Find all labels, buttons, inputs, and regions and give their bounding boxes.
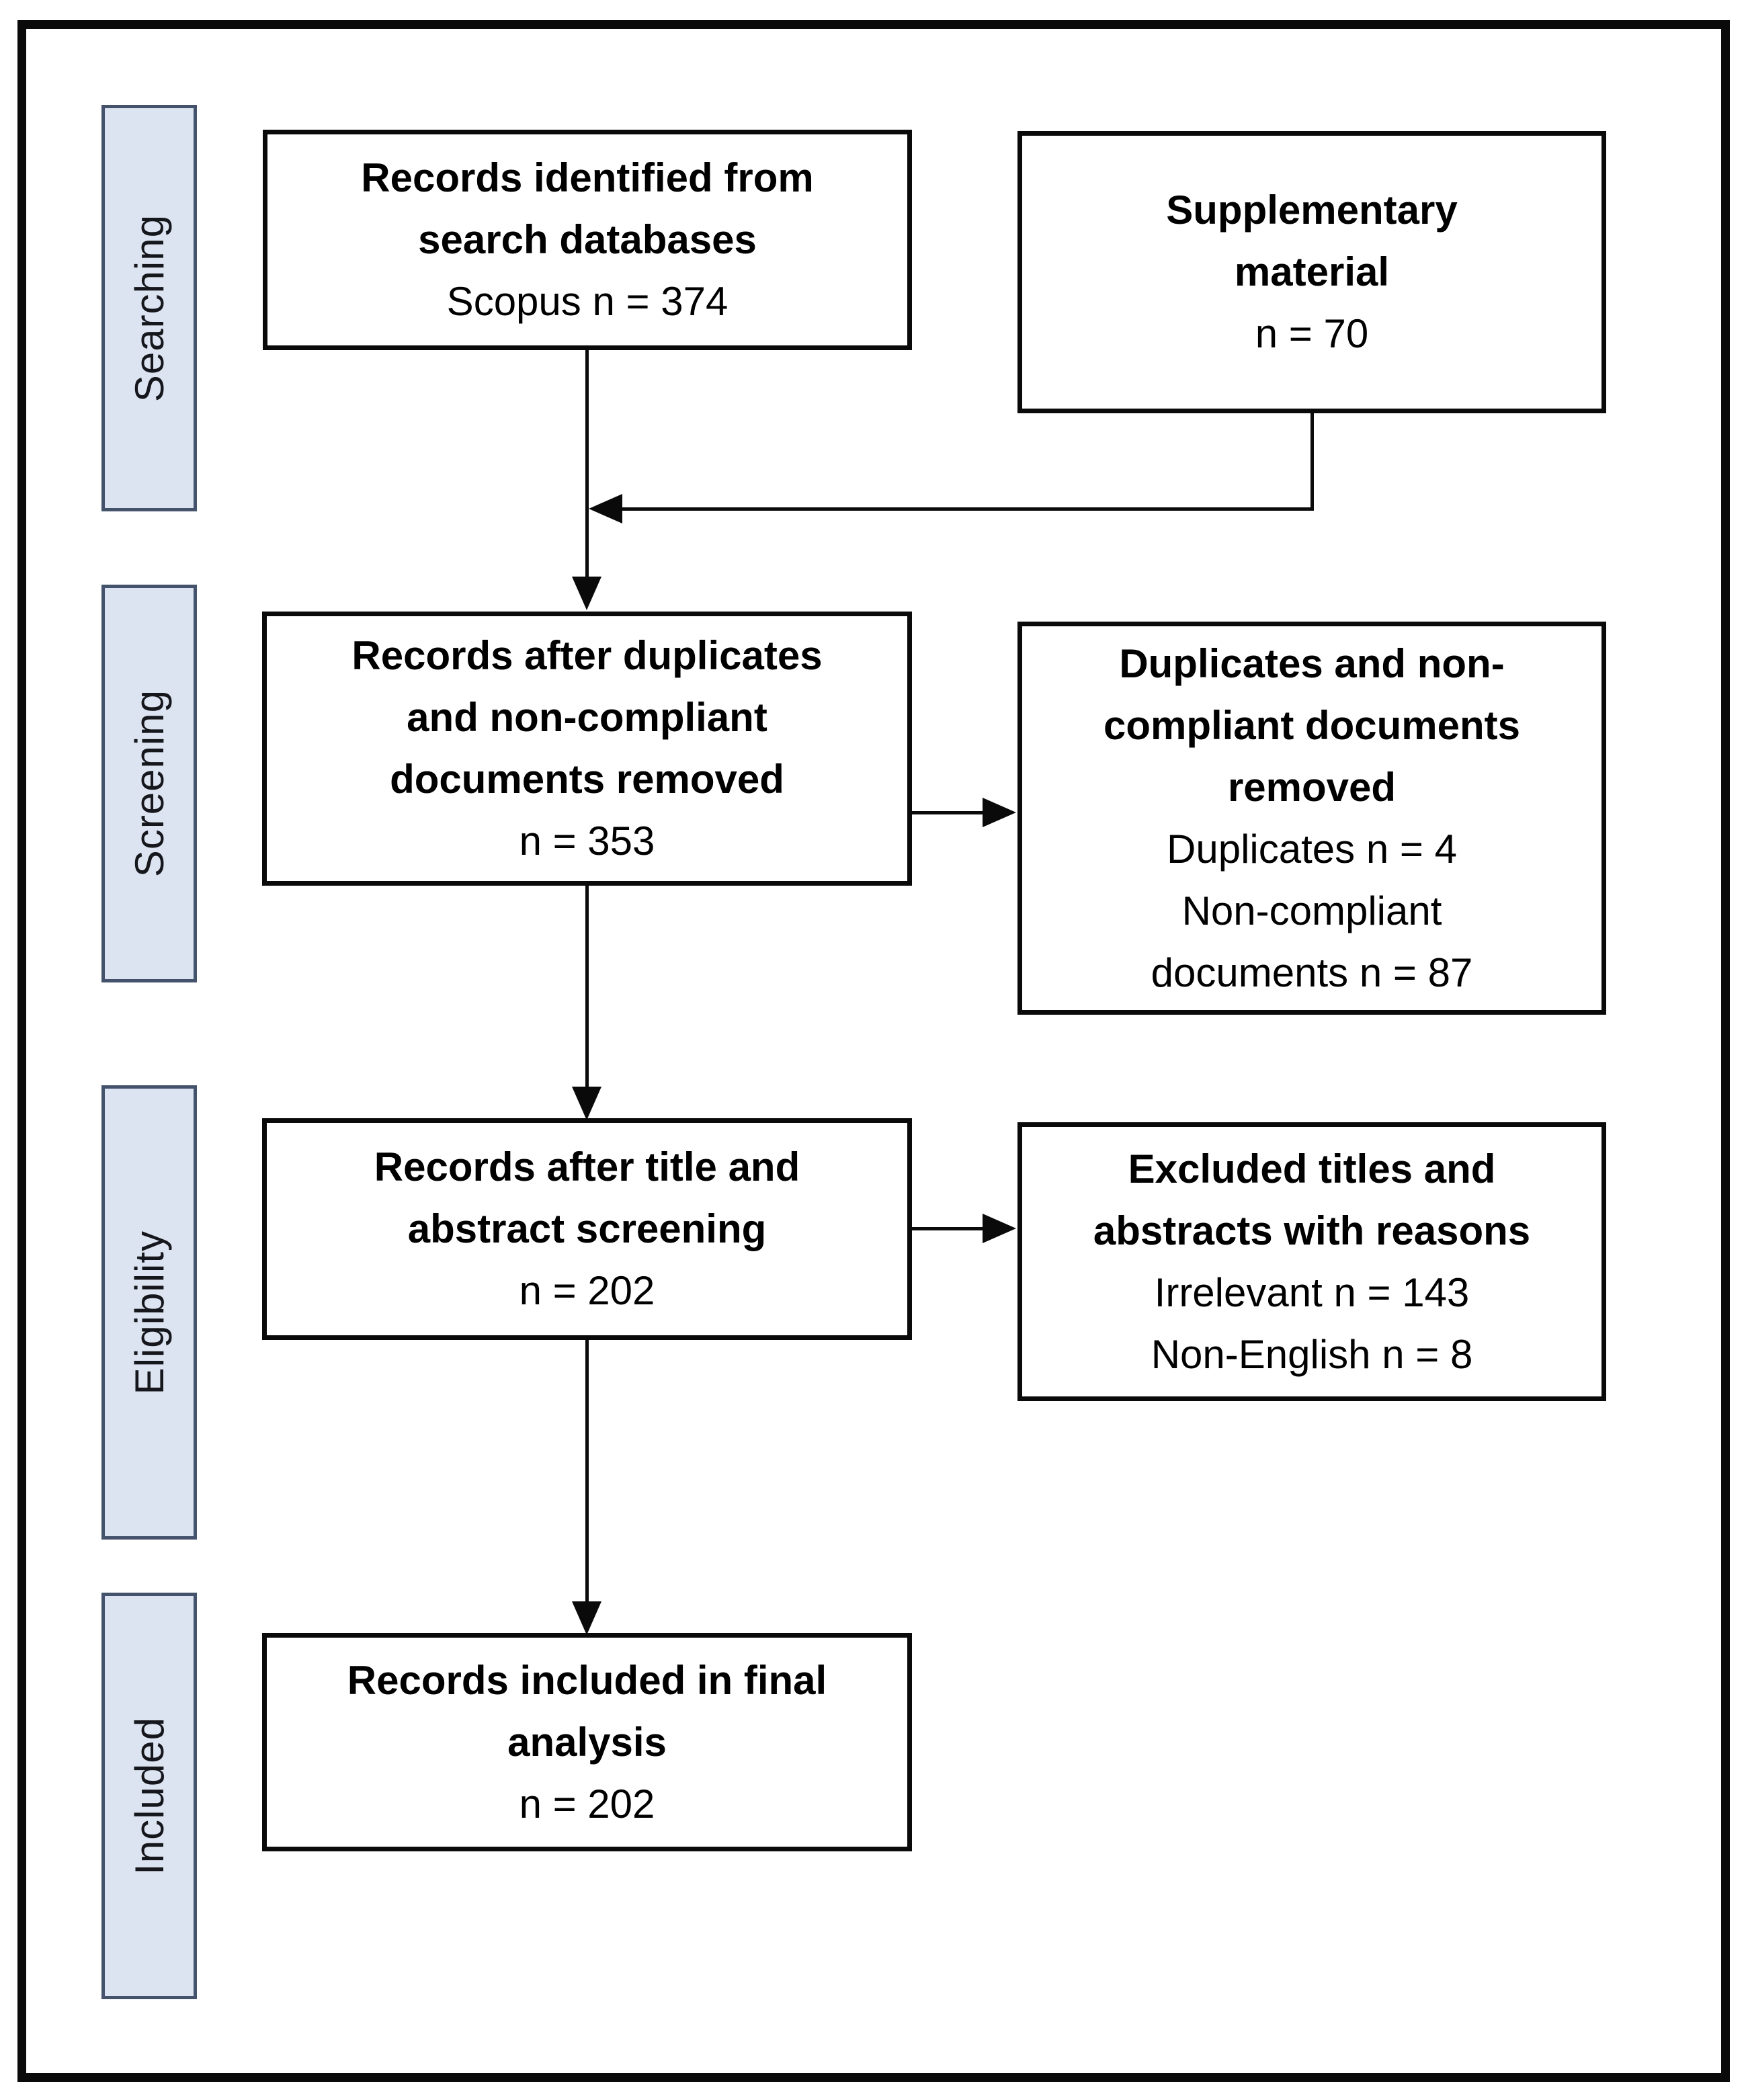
arrow-supplementary-left-head-icon bbox=[589, 494, 622, 523]
arrow-screened-to-removed-line bbox=[912, 811, 987, 814]
box-count-line: Irrelevant n = 143 bbox=[1154, 1269, 1470, 1315]
box-count-line: Non-compliant bbox=[1181, 888, 1442, 933]
box-records-identified: Records identified from search databases… bbox=[263, 130, 912, 350]
box-title-line: Supplementary bbox=[1166, 187, 1458, 233]
stage-label-searching: Searching bbox=[101, 105, 197, 511]
arrow-eligibility-down-head-icon bbox=[572, 1601, 601, 1635]
box-title-abstract-screening: Records after title and abstract screeni… bbox=[262, 1118, 912, 1340]
stage-label-text: Screening bbox=[126, 689, 172, 878]
box-count-line: n = 353 bbox=[519, 818, 655, 864]
box-title-line: Records after title and bbox=[374, 1144, 800, 1189]
box-title-line: abstracts with reasons bbox=[1093, 1208, 1531, 1253]
box-title-line: compliant documents bbox=[1103, 702, 1521, 748]
diagram-outer-border bbox=[17, 20, 1730, 2082]
box-title-line: removed bbox=[1227, 764, 1397, 810]
stage-label-screening: Screening bbox=[101, 585, 197, 982]
box-count-line: Non-English n = 8 bbox=[1151, 1331, 1473, 1377]
arrow-screened-down-line bbox=[585, 886, 589, 1087]
box-title-line: Excluded titles and bbox=[1128, 1146, 1496, 1191]
box-excluded-titles: Excluded titles and abstracts with reaso… bbox=[1017, 1122, 1606, 1401]
box-count-line: Duplicates n = 4 bbox=[1167, 826, 1457, 872]
box-count-line: Scopus n = 374 bbox=[446, 279, 729, 324]
arrow-eligibility-to-excluded-line bbox=[912, 1227, 987, 1230]
box-title-line: material bbox=[1234, 249, 1390, 294]
arrow-eligibility-down-line bbox=[585, 1340, 589, 1602]
box-duplicates-removed: Duplicates and non- compliant documents … bbox=[1017, 622, 1606, 1015]
box-supplementary-material: Supplementary material n = 70 bbox=[1017, 131, 1606, 413]
box-title-line: Records included in final bbox=[347, 1657, 827, 1703]
box-title-line: abstract screening bbox=[407, 1206, 767, 1251]
box-count-line: n = 202 bbox=[519, 1781, 655, 1826]
box-count-line: documents n = 87 bbox=[1151, 950, 1473, 995]
arrow-identified-down-line bbox=[585, 350, 589, 579]
arrow-supplementary-vertical-line bbox=[1310, 413, 1314, 511]
box-records-after-duplicates: Records after duplicates and non-complia… bbox=[262, 612, 912, 886]
box-final-analysis: Records included in final analysis n = 2… bbox=[262, 1633, 912, 1851]
box-title-line: documents removed bbox=[390, 757, 784, 802]
arrow-supplementary-horizontal-line bbox=[620, 507, 1313, 511]
arrow-eligibility-to-excluded-head-icon bbox=[983, 1214, 1016, 1243]
arrow-screened-to-removed-head-icon bbox=[983, 798, 1016, 827]
arrow-screened-down-head-icon bbox=[572, 1087, 601, 1120]
box-title-line: Records identified from bbox=[361, 155, 814, 200]
arrow-identified-down-head-icon bbox=[572, 577, 601, 610]
stage-label-text: Included bbox=[126, 1717, 172, 1875]
box-title-line: search databases bbox=[418, 217, 757, 262]
box-count-line: n = 70 bbox=[1255, 311, 1369, 356]
box-title-line: analysis bbox=[507, 1719, 667, 1765]
box-title-line: Records after duplicates bbox=[351, 633, 823, 678]
stage-label-included: Included bbox=[101, 1593, 197, 1999]
box-title-line: and non-compliant bbox=[407, 695, 767, 740]
stage-label-text: Eligibility bbox=[126, 1230, 172, 1395]
stage-label-text: Searching bbox=[126, 214, 172, 403]
box-count-line: n = 202 bbox=[519, 1268, 655, 1313]
stage-label-eligibility: Eligibility bbox=[101, 1085, 197, 1540]
box-title-line: Duplicates and non- bbox=[1119, 640, 1505, 686]
